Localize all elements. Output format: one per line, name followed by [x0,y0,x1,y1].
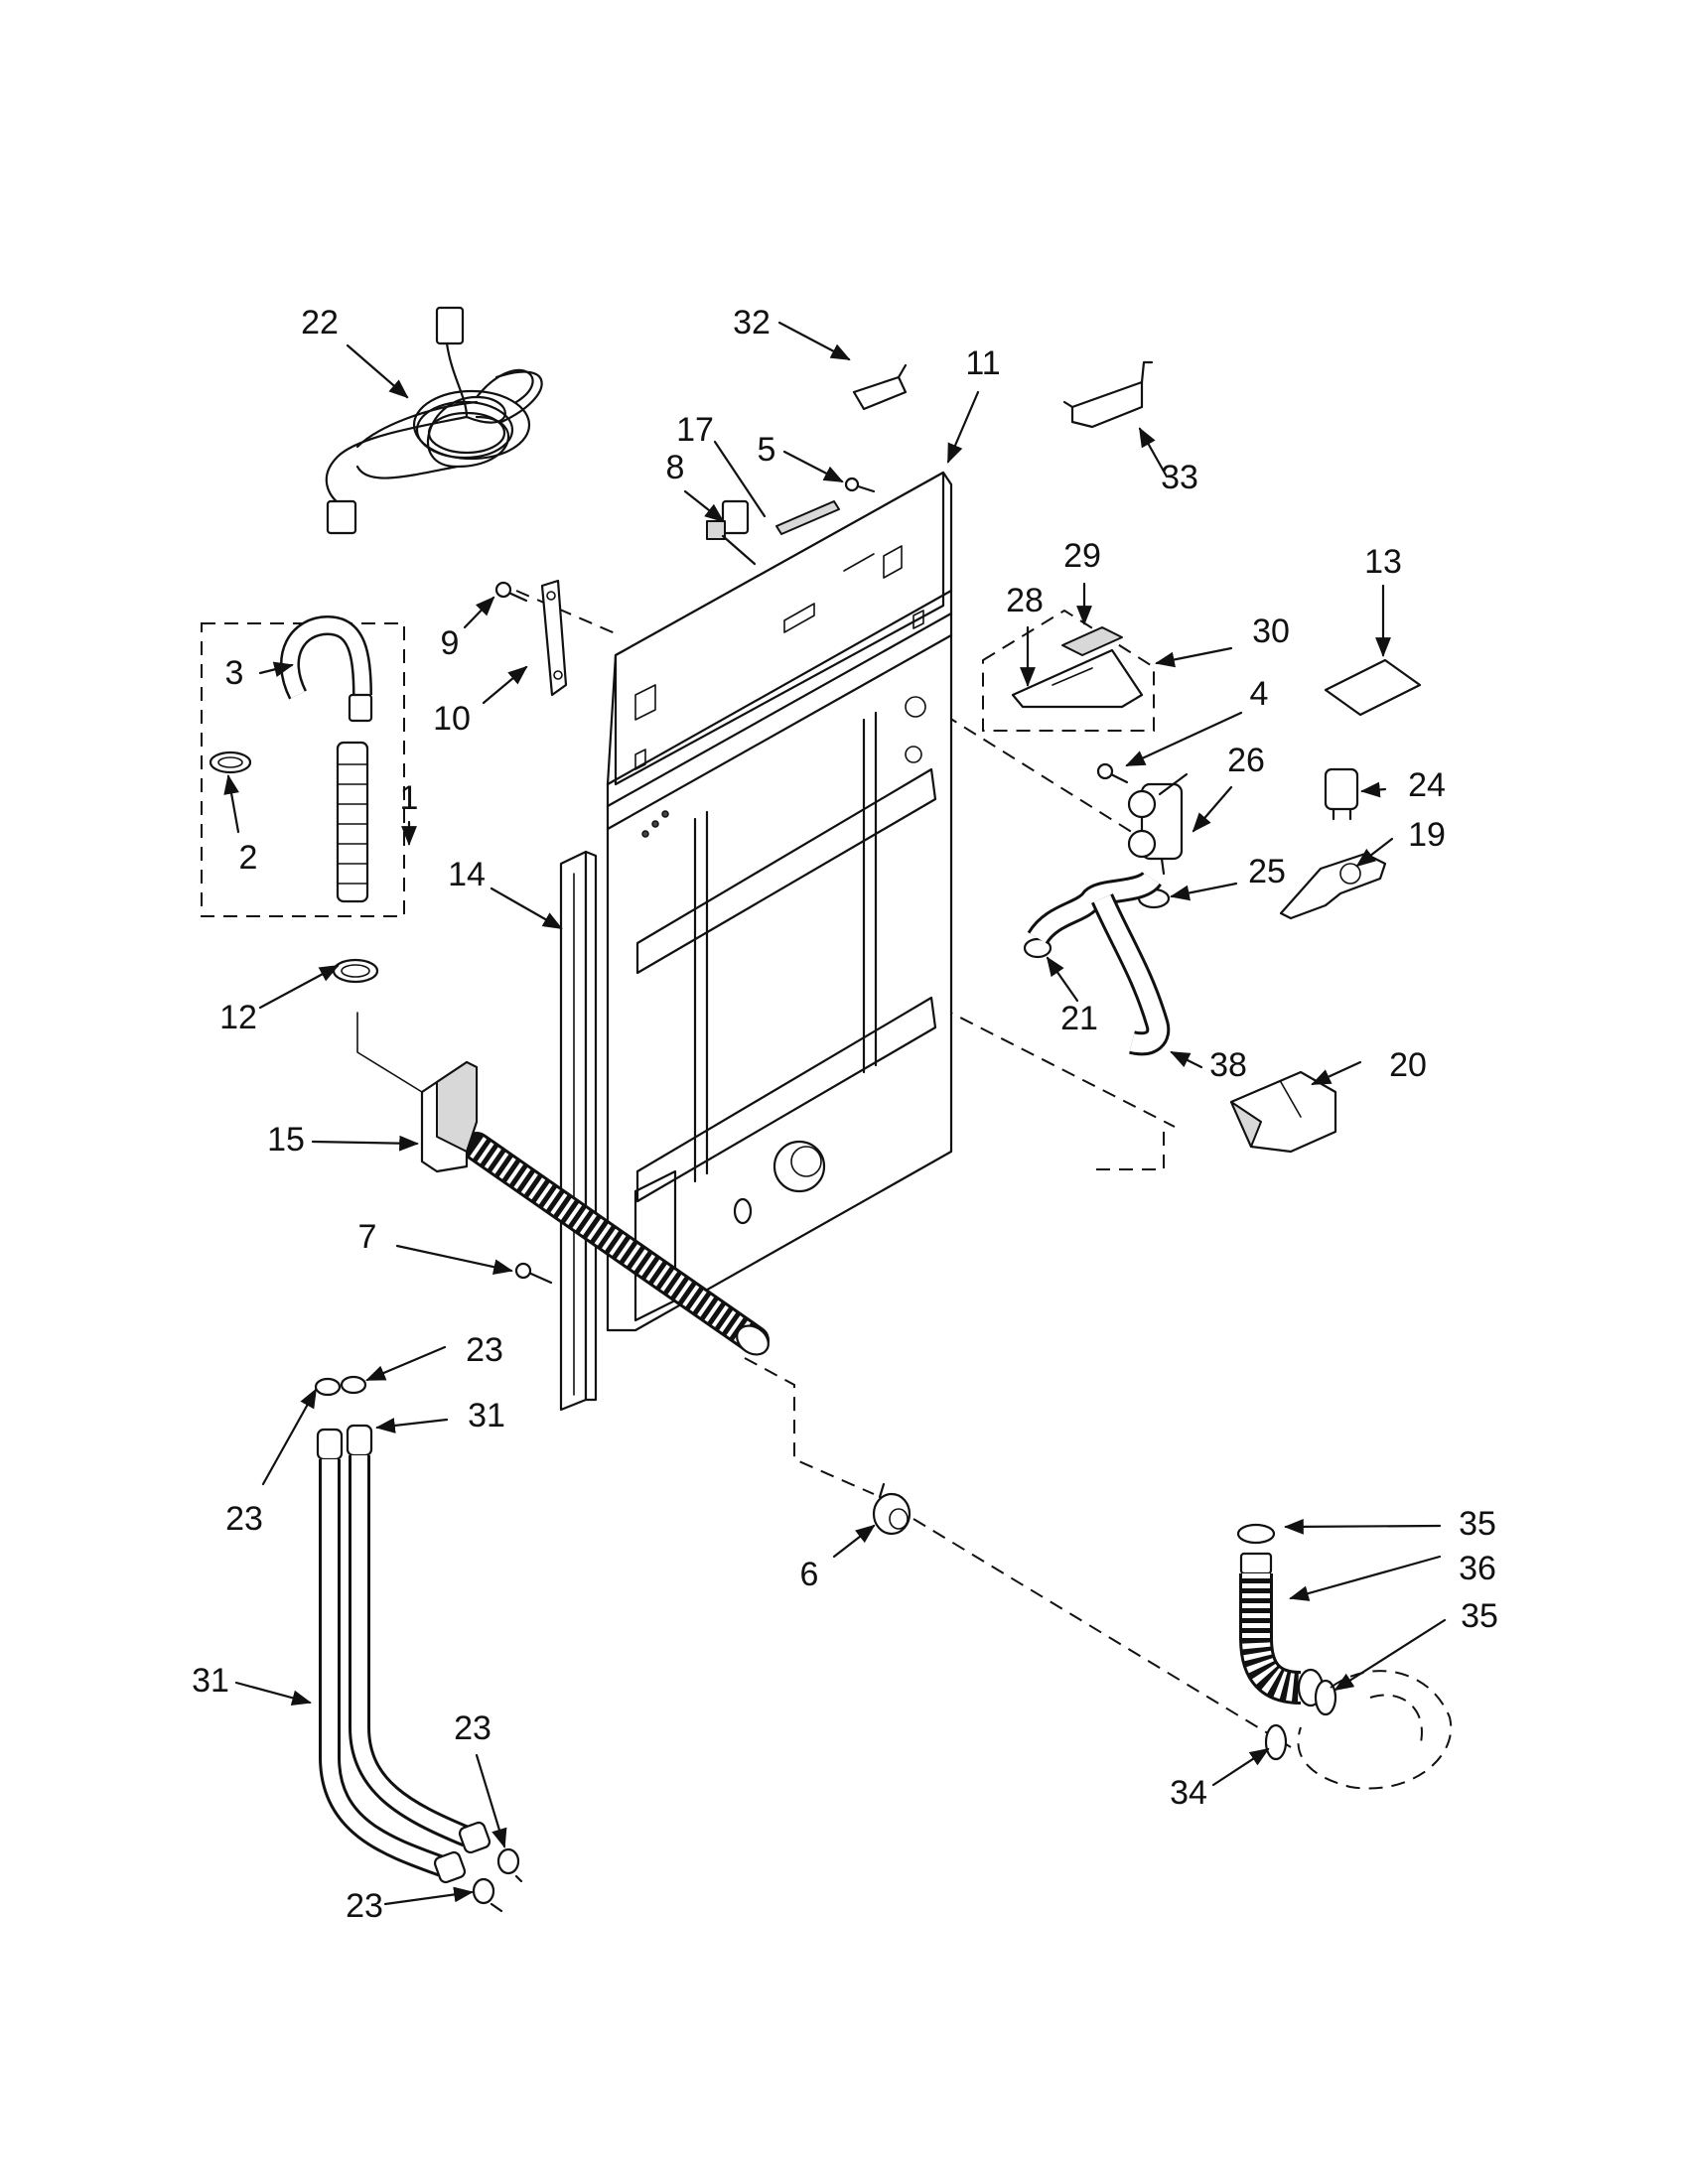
callout-23-left: 23 [225,1500,263,1538]
callout-9: 9 [441,624,460,662]
callout-17: 17 [676,411,714,449]
callout-4: 4 [1250,675,1269,713]
callout-10: 10 [433,700,471,738]
callout-7: 7 [358,1218,377,1256]
callout-23-top: 23 [466,1331,503,1369]
callout-15: 15 [267,1121,305,1159]
callout-28: 28 [1006,582,1044,619]
callout-33: 33 [1161,459,1198,496]
callout-8: 8 [666,449,685,486]
callout-3: 3 [225,654,244,692]
hose-bracket [356,1012,479,1173]
callout-2: 2 [239,839,258,877]
power-cord [325,306,543,535]
callout-35-bottom: 35 [1461,1597,1498,1635]
callout-13: 13 [1364,543,1402,581]
callout-38: 38 [1209,1046,1247,1084]
callout-35-top: 35 [1459,1505,1496,1543]
callout-31-left: 31 [192,1662,229,1700]
callout-30: 30 [1252,613,1290,650]
callout-34: 34 [1170,1774,1207,1812]
callout-26: 26 [1227,742,1265,779]
callout-6: 6 [800,1556,819,1593]
callout-32: 32 [733,304,771,341]
callout-11: 11 [965,344,1000,382]
callout-14: 14 [448,856,486,893]
callout-25: 25 [1248,853,1286,890]
callout-22: 22 [301,304,339,341]
drain-parts [1236,1523,1453,1790]
top-small-parts [494,360,1422,1536]
rear-panel [606,471,953,1332]
callout-12: 12 [219,999,257,1036]
callout-5: 5 [758,431,776,469]
callout-19: 19 [1408,816,1446,854]
side-rail [559,850,598,1412]
callout-23-mid: 23 [454,1709,491,1747]
callout-1: 1 [400,779,419,817]
callout-21: 21 [1060,1000,1098,1037]
drain-hose [462,1132,770,1356]
callout-20: 20 [1389,1046,1427,1084]
callout-labels: 22 32 11 17 5 8 33 29 13 28 30 9 3 10 4 … [192,304,1498,1925]
inlet-hoses [314,1375,523,1913]
callout-29: 29 [1063,537,1101,575]
clamp-12 [332,958,379,984]
callout-24: 24 [1408,766,1446,804]
leader-lines [223,321,1447,1906]
callout-31-top: 31 [468,1397,505,1434]
callout-36: 36 [1459,1550,1496,1587]
callout-23-bottom: 23 [346,1887,383,1925]
